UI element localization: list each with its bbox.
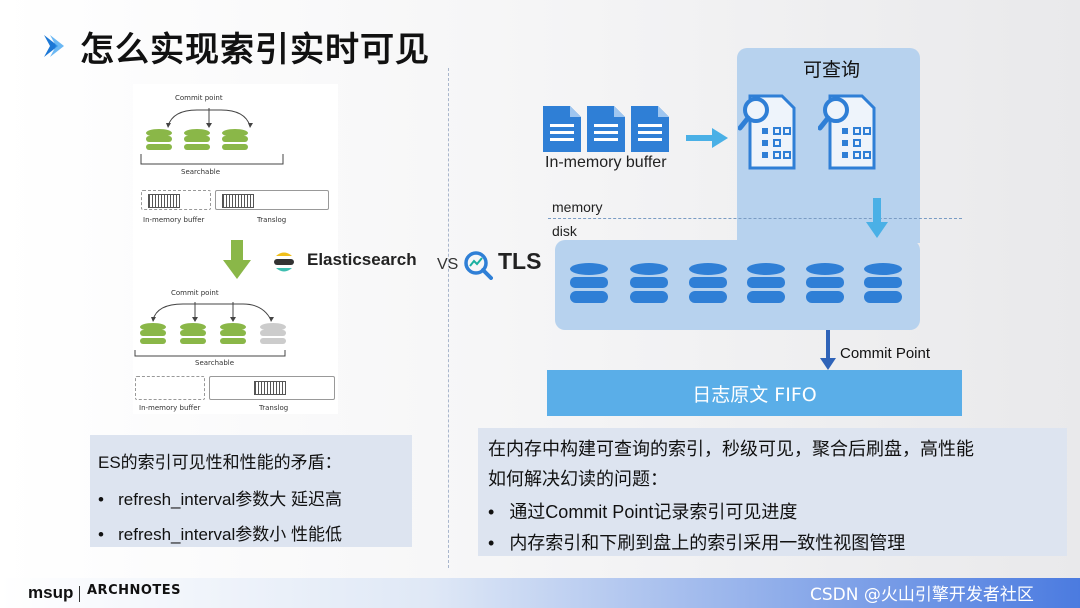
- section-divider: [448, 68, 449, 568]
- translog-box: [215, 190, 329, 210]
- disk-db-icon: [747, 263, 785, 303]
- translog-label: Translog: [257, 216, 287, 224]
- disk-db-icon: [864, 263, 902, 303]
- disk-region: [555, 240, 920, 330]
- gray-db-icon: [260, 323, 286, 344]
- footer-bar: [0, 578, 1080, 608]
- green-db-icon: [222, 129, 248, 150]
- in-memory-buffer-label: In-memory buffer: [143, 216, 205, 224]
- disk-label: disk: [552, 223, 577, 239]
- commit-arrows: [140, 108, 284, 165]
- watermark: CSDN @火山引擎开发者社区: [810, 585, 1034, 605]
- disk-db-icon: [630, 263, 668, 303]
- document-icon: [543, 106, 581, 152]
- es-caption-heading: ES的索引可见性和性能的矛盾：: [98, 453, 342, 472]
- index-document-search-icon: [738, 94, 796, 170]
- list-item: • 通过Commit Point记录索引可见进度: [488, 502, 798, 522]
- list-item: • refresh_interval参数大 延迟高: [98, 490, 343, 509]
- list-item: • 内存索引和下刷到盘上的索引采用一致性视图管理: [488, 533, 906, 553]
- queryable-label: 可查询: [803, 59, 861, 81]
- tls-caption-box: 在内存中构建可查询的索引，秒级可见，聚合后刷盘，高性能 如何解决幻读的问题： •…: [478, 428, 1067, 556]
- commit-point-label: Commit point: [175, 94, 223, 102]
- disk-db-icon: [806, 263, 844, 303]
- memory-label: memory: [552, 199, 603, 215]
- disk-db-icon: [570, 263, 608, 303]
- arrow-down-icon: [866, 198, 888, 238]
- in-memory-buffer-label: In-memory buffer: [545, 154, 667, 171]
- list-item: • refresh_interval参数小 性能低: [98, 525, 343, 544]
- searchable-label: Searchable: [181, 168, 221, 176]
- translog-label-2: Translog: [259, 404, 289, 412]
- tls-caption-line: 在内存中构建可查询的索引，秒级可见，聚合后刷盘，高性能: [488, 439, 974, 459]
- elasticsearch-logo-icon: [274, 252, 294, 272]
- archnotes-logo: ARCHNOTES: [87, 583, 182, 598]
- commit-arrows-2: [134, 302, 286, 357]
- green-db-icon: [220, 323, 246, 344]
- msup-logo: msup: [28, 583, 74, 602]
- log-fifo-box: 日志原文 FIFO: [547, 370, 962, 416]
- arrow-down-icon: [820, 330, 836, 370]
- es-caption-box: ES的索引可见性和性能的矛盾： • refresh_interval参数大 延迟…: [90, 435, 412, 547]
- document-icon: [631, 106, 669, 152]
- translog-box-2: [209, 376, 335, 400]
- green-db-icon: [146, 129, 172, 150]
- tls-logo-icon: [464, 251, 493, 280]
- elasticsearch-label: Elasticsearch: [307, 250, 417, 269]
- in-memory-buffer-box: [141, 190, 211, 210]
- memory-disk-divider: [548, 218, 962, 219]
- disk-db-icon: [689, 263, 727, 303]
- green-db-icon: [184, 129, 210, 150]
- in-memory-buffer-label-2: In-memory buffer: [139, 404, 201, 412]
- es-diagram: Commit point Searchable In-memory buffer…: [133, 84, 338, 414]
- commit-point-label: Commit Point: [840, 345, 931, 362]
- in-memory-buffer-box-2: [135, 376, 205, 400]
- chevron-right-icon: [44, 35, 64, 57]
- document-icon: [587, 106, 625, 152]
- tls-caption-line: 如何解决幻读的问题：: [488, 469, 668, 489]
- green-db-icon: [180, 323, 206, 344]
- tls-label: TLS: [498, 248, 542, 274]
- logo-separator: [79, 586, 80, 602]
- vs-label: VS: [437, 256, 459, 273]
- arrow-right-icon: [686, 128, 728, 148]
- page-title: 怎么实现索引实时可见: [80, 30, 430, 70]
- index-document-search-icon: [818, 94, 876, 170]
- searchable-label-2: Searchable: [195, 359, 235, 367]
- down-arrow-icon: [223, 240, 251, 279]
- commit-point-label-2: Commit point: [171, 289, 219, 297]
- green-db-icon: [140, 323, 166, 344]
